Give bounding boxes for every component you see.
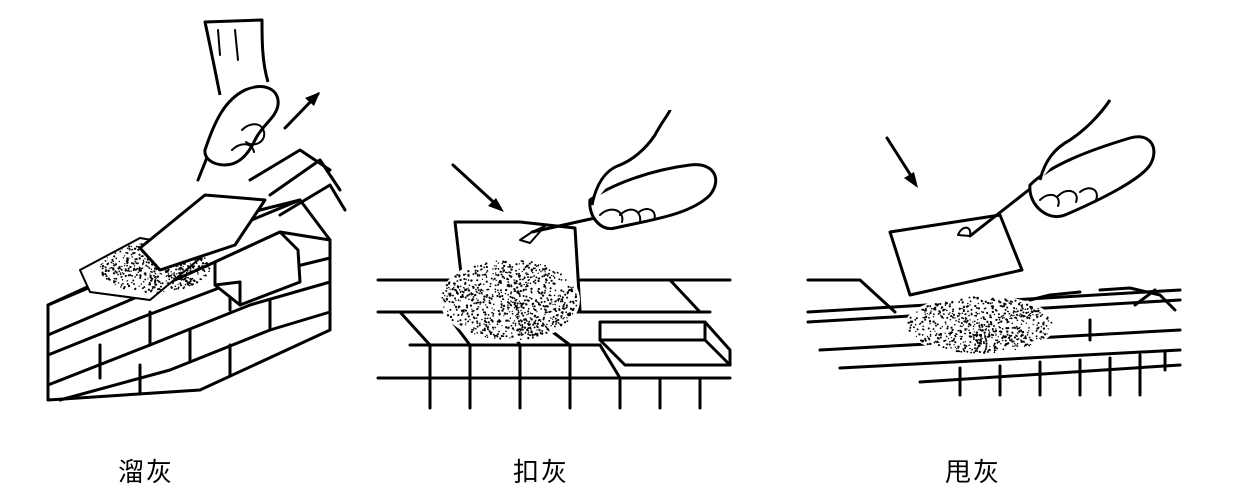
caption-press-mortar: 扣灰 (513, 458, 570, 488)
caption-slide-mortar: 溜灰 (118, 458, 175, 488)
panel-press-mortar: 扣灰 (370, 0, 770, 500)
hand (196, 18, 280, 182)
hand (957, 99, 1156, 238)
motion-arrow (885, 136, 918, 188)
motion-arrow (283, 92, 320, 130)
caption-throw-mortar: 甩灰 (945, 458, 1002, 488)
trowel-slide-mortar-icon (46, 18, 347, 402)
panel-throw-mortar: 甩灰 (800, 0, 1240, 500)
trowel-blade (138, 193, 267, 272)
trowel-blade (888, 213, 1024, 297)
trowel-press-mortar-icon (376, 109, 732, 410)
trowel-throw-mortar-icon (806, 99, 1182, 397)
motion-arrow (451, 163, 504, 212)
panel-slide-mortar: 溜灰 (0, 0, 400, 500)
hand (519, 109, 718, 244)
mortar-spray (905, 295, 1055, 355)
brick-wall (46, 148, 347, 402)
mortar-blob (440, 258, 580, 342)
